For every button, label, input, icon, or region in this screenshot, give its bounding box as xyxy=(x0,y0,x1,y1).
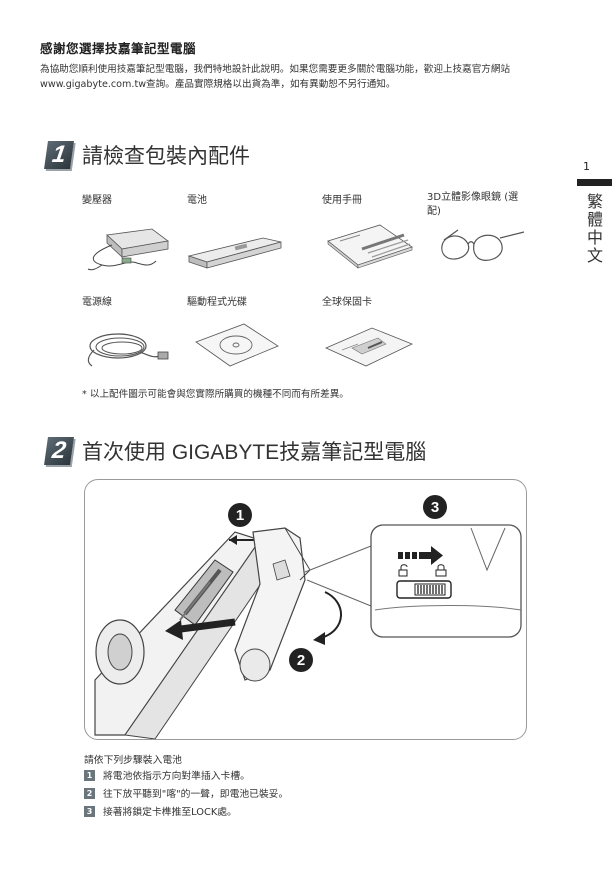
battery-install-illustration: 1 2 3 xyxy=(84,479,527,740)
step-row-3: 3 接著將鎖定卡榫推至LOCK處。 xyxy=(84,804,237,818)
side-page-number: 1 xyxy=(583,160,590,173)
accessories-note: * 以上配件圖示可能會與您實際所購買的機種不同而有所差異。 xyxy=(82,389,349,400)
item-label-adapter: 變壓器 xyxy=(82,195,112,206)
step-number-1: 1 xyxy=(84,769,95,781)
item-label-warranty-card: 全球保固卡 xyxy=(322,297,372,308)
step-number-2: 2 xyxy=(84,787,95,799)
item-label-manual: 使用手冊 xyxy=(322,195,362,206)
side-language-label: 繁體中文 xyxy=(584,193,603,265)
steps-title: 請依下列步驟裝入電池 xyxy=(84,755,182,766)
section2-title: 首次使用 GIGABYTE技嘉筆記型電腦 xyxy=(82,441,427,464)
item-label-battery: 電池 xyxy=(187,195,207,206)
manual-icon xyxy=(327,224,413,269)
battery-install-drawing: 1 2 3 xyxy=(94,495,522,739)
callout-3: 3 xyxy=(431,499,439,516)
step-text-2: 往下放平聽到"喀"的一聲，即電池已裝妥。 xyxy=(103,789,289,800)
step-text-1: 將電池依指示方向對準插入卡槽。 xyxy=(103,771,250,782)
intro-paragraph: 為協助您順利使用技嘉筆記型電腦，我們特地設計此說明。如果您需要更多關於電腦功能，… xyxy=(40,64,511,90)
section1-title: 請檢查包裝內配件 xyxy=(82,145,250,168)
item-label-3d-glasses: 3D立體影像眼鏡 (選配) xyxy=(427,192,519,217)
step-row-1: 1 將電池依指示方向對準插入卡槽。 xyxy=(84,768,250,782)
warranty-card-icon xyxy=(325,327,413,367)
step-text-3: 接著將鎖定卡榫推至LOCK處。 xyxy=(103,807,237,818)
side-language-bar xyxy=(577,179,612,186)
battery-icon xyxy=(187,237,282,269)
callout-1: 1 xyxy=(236,507,244,524)
item-label-driver-disc: 驅動程式光碟 xyxy=(187,297,247,308)
section2-header: 2 首次使用 GIGABYTE技嘉筆記型電腦 xyxy=(44,436,427,466)
3d-glasses-icon xyxy=(441,229,525,261)
driver-disc-icon xyxy=(195,323,279,367)
callout-2: 2 xyxy=(297,652,305,669)
step-number-3: 3 xyxy=(84,805,95,817)
thanks-heading: 感謝您選擇技嘉筆記型電腦 xyxy=(40,41,197,56)
section2-number: 2 xyxy=(44,437,74,465)
step-row-2: 2 往下放平聽到"喀"的一聲，即電池已裝妥。 xyxy=(84,786,288,800)
section1-number: 1 xyxy=(44,141,74,169)
item-label-power-cord: 電源線 xyxy=(82,297,112,308)
section1-header: 1 請檢查包裝內配件 xyxy=(44,140,250,170)
power-adapter-icon xyxy=(87,228,169,271)
power-cord-icon xyxy=(87,333,169,367)
